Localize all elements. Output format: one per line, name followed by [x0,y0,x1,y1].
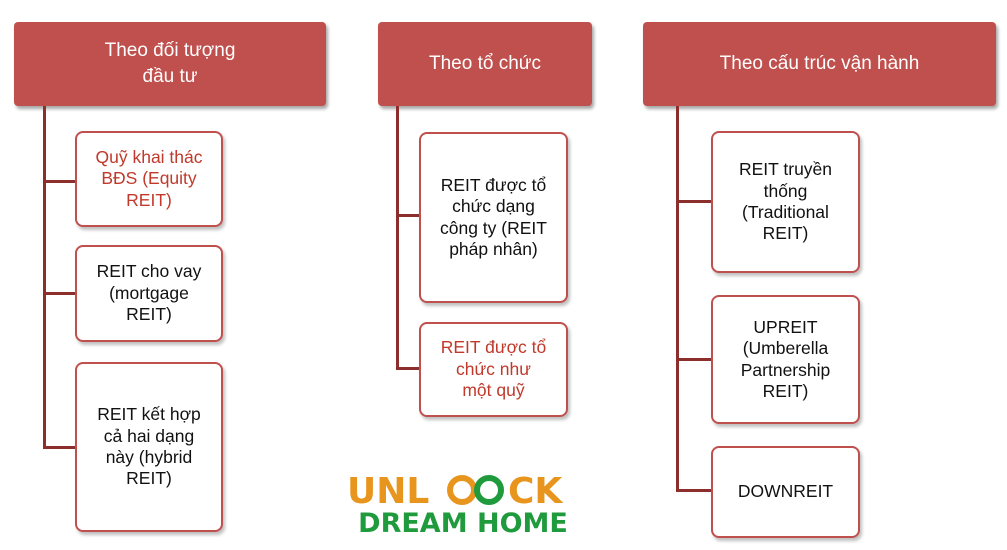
connector-trunk [43,106,46,449]
node-line: Quỹ khai thác [95,146,203,167]
node-line: REIT cho vay [96,261,202,282]
svg-text:CK: CK [508,471,563,508]
node-line: cả hai dạng [103,425,195,446]
header-operating-structure: Theo cấu trúc vận hành [643,22,996,106]
node-line: REIT) [126,468,172,489]
header-line: đầu tư [142,66,198,87]
node-line: một quỹ [462,380,525,401]
node-line: REIT được tổ [440,174,547,195]
node-line: UPREIT [753,316,818,337]
connector-branch [676,358,712,361]
connector-branch [676,200,712,203]
node-line: REIT) [762,223,809,244]
connector-trunk [396,106,399,370]
node-line: thống [763,180,808,201]
connector-branch [676,489,712,492]
node-equity-reit: Quỹ khai thác BĐS (Equity REIT) [75,131,223,227]
node-traditional-reit: REIT truyền thống (Traditional REIT) [711,131,860,273]
node-line: (mortgage [109,282,189,303]
connector-branch [43,180,76,183]
node-line: REIT) [126,189,172,210]
unlock-dream-home-logo: UNL CK DREAM HOME [343,470,583,542]
node-line: công ty (REIT [440,217,547,238]
logo-wordmark-bottom: DREAM HOME [358,508,568,539]
node-line: BĐS (Equity [101,168,197,189]
node-line: REIT) [762,380,809,401]
node-line: này (hybrid [105,447,193,467]
node-mortgage-reit: REIT cho vay (mortgage REIT) [75,245,223,342]
node-line: pháp nhân) [449,238,538,259]
connector-branch [43,446,76,449]
header-organization: Theo tổ chức [378,22,592,106]
header-line: Theo tổ chức [429,53,541,75]
node-line: (Traditional [742,202,829,222]
node-line: REIT được tổ [440,337,547,358]
node-upreit: UPREIT (Umberella Partnership REIT) [711,295,860,424]
node-trust-reit: REIT được tổ chức như một quỹ [419,322,568,417]
connector-branch [396,214,420,217]
header-investment-object: Theo đối tượng đầu tư [14,22,326,106]
node-corporate-reit: REIT được tổ chức dạng công ty (REIT phá… [419,132,568,303]
node-line: Partnership [740,359,831,380]
node-line: REIT) [126,304,172,325]
node-downreit: DOWNREIT [711,446,860,538]
node-hybrid-reit: REIT kết hợp cả hai dạng này (hybrid REI… [75,362,223,532]
header-line: Theo đối tượng [104,40,236,62]
node-line: (Umberella [742,338,829,359]
header-line: Theo cấu trúc vận hành [719,53,920,75]
node-line: REIT kết hợp [97,404,201,425]
connector-branch [43,292,76,295]
node-line: chức như [455,358,531,379]
connector-trunk [676,106,679,492]
logo-wordmark-top: UNL CK [347,471,563,508]
connector-branch [396,367,420,370]
svg-text:UNL: UNL [347,471,429,508]
node-line: chức dạng [452,196,535,217]
node-line: DOWNREIT [737,481,834,502]
node-line: REIT truyền [738,159,833,180]
